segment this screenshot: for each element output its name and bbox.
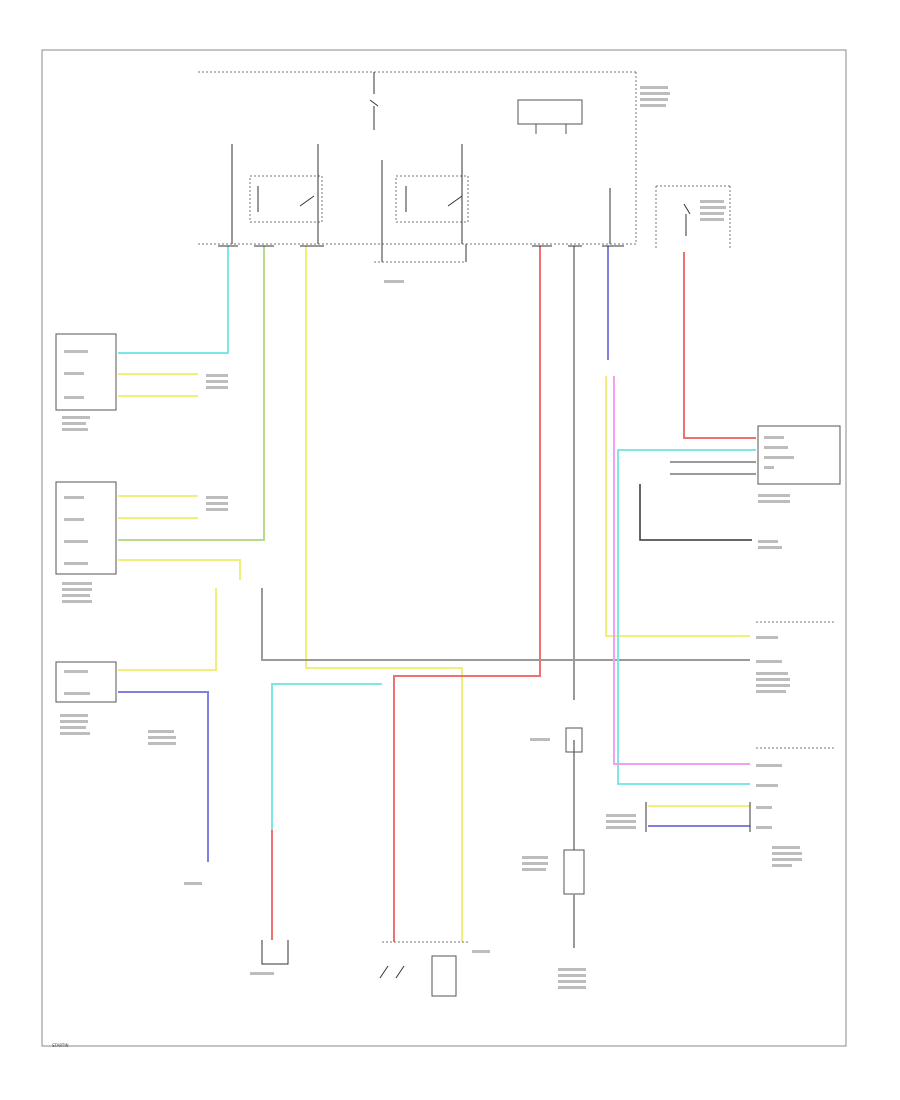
sensor-box bbox=[563, 849, 585, 895]
footer-label: STARTIN bbox=[52, 1043, 69, 1048]
starter-motor-icon bbox=[379, 941, 470, 997]
wire-yellow-m3 bbox=[118, 588, 217, 671]
diagram-frame bbox=[41, 49, 847, 1047]
wire-cyan-right-1 bbox=[617, 449, 756, 785]
right-relay-module bbox=[655, 185, 731, 248]
wire-gray-horizontal bbox=[261, 588, 750, 661]
wire-cyan-upper bbox=[118, 246, 229, 354]
wire-red-right bbox=[683, 252, 756, 439]
wire-yellow-m2-c bbox=[118, 559, 241, 580]
wire-red-main bbox=[393, 246, 541, 942]
module-right-1 bbox=[757, 425, 841, 485]
ground-icon bbox=[261, 940, 289, 965]
module-left-2 bbox=[55, 481, 117, 575]
wire-yellow-long bbox=[305, 246, 463, 942]
top-fuse-module bbox=[198, 71, 637, 263]
wire-yellow-right bbox=[605, 376, 750, 637]
wire-magenta-right bbox=[613, 376, 750, 765]
module-left-3 bbox=[55, 661, 117, 703]
wire-green-m2 bbox=[118, 246, 265, 541]
wire-black-right bbox=[639, 484, 752, 541]
fuse-icon bbox=[565, 727, 583, 753]
label-blocks bbox=[60, 86, 802, 989]
module-left-1 bbox=[55, 333, 117, 411]
wire-blue-m3 bbox=[118, 691, 209, 862]
wire-cyan-lower bbox=[271, 683, 382, 830]
